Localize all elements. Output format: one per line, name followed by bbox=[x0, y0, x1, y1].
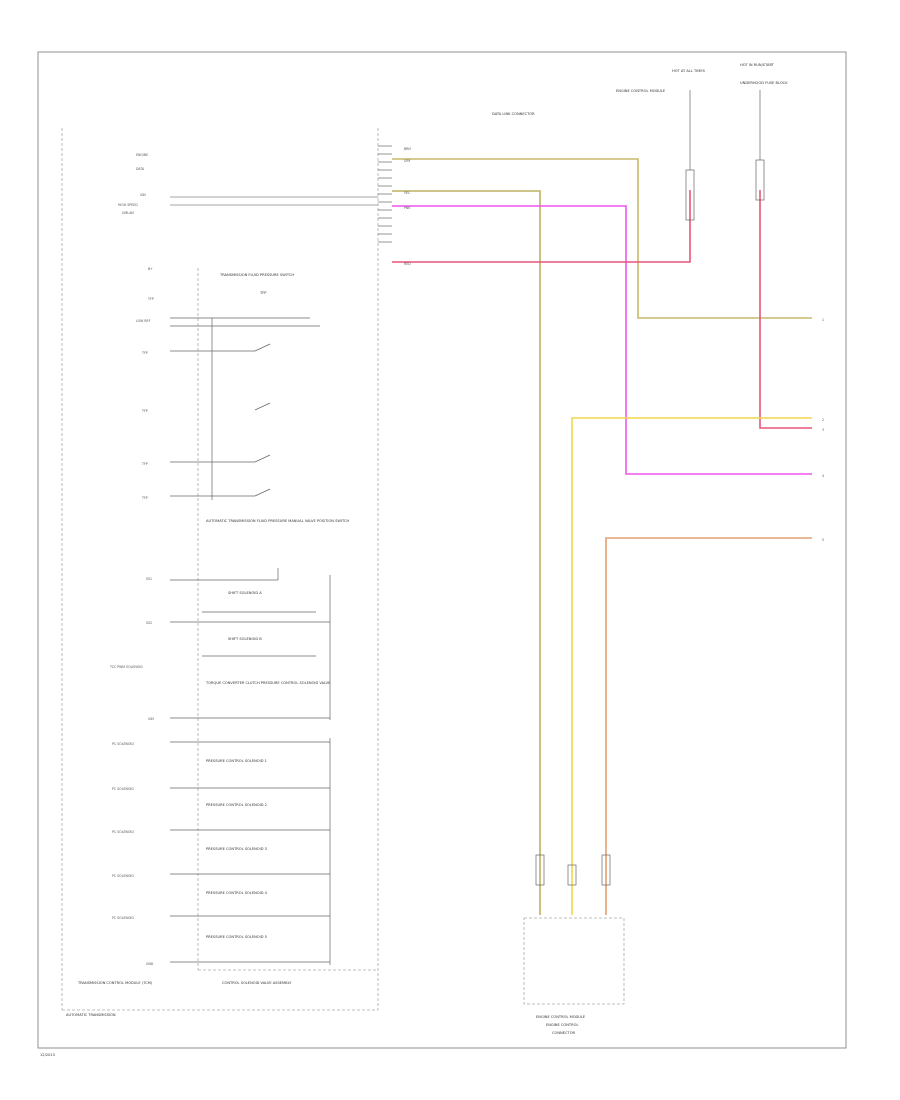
tcm-title-label: TRANSMISSION CONTROL MODULE (TCM) bbox=[77, 981, 153, 985]
tcm-pin-tfp-3: TFP bbox=[141, 409, 148, 413]
tfp-sub-label: TFP bbox=[259, 291, 267, 295]
tcm-pin-tfp-1: TFP bbox=[147, 297, 154, 301]
ecm-pin-a bbox=[535, 854, 545, 886]
solenoid-group-1 bbox=[170, 568, 331, 720]
tcm-pin-gmlan: GMLAN bbox=[122, 211, 134, 215]
shift-a-label: SHIFT SOLENOID A bbox=[228, 591, 262, 595]
right-num-4: 4 bbox=[822, 474, 824, 478]
tcm-pin-bplus: B+ bbox=[148, 267, 153, 271]
tcm-pin-ss1: SS1 bbox=[146, 577, 152, 581]
tcm-pin-engine: ENGINE bbox=[136, 153, 148, 157]
right-num-3: 3 bbox=[822, 428, 824, 432]
tcm-pin-high-speed: HIGH SPEED bbox=[118, 203, 138, 207]
wire-label-yel: YEL bbox=[404, 191, 410, 195]
tcm-pin-tfp-2: TFP bbox=[141, 351, 148, 355]
tcm-pin-pc4: PC SOLENOID bbox=[112, 874, 134, 878]
right-num-5: 5 bbox=[822, 538, 824, 542]
pcs2-label: PRESSURE CONTROL SOLENOID 2 bbox=[206, 803, 267, 807]
pcs4-label: PRESSURE CONTROL SOLENOID 4 bbox=[206, 891, 268, 895]
page-footer: 12/2013 bbox=[40, 1053, 55, 1057]
tcm-pin-pc2: PC SOLENOID bbox=[112, 787, 134, 791]
diagram-frame bbox=[37, 51, 847, 1049]
wire-label-red: RED bbox=[404, 262, 411, 266]
auto-trans-label: AUTOMATIC TRANSMISSION bbox=[66, 1013, 116, 1017]
right-num-1: 1 bbox=[822, 318, 824, 322]
wire-tan-vertical bbox=[392, 190, 541, 915]
tcm-pin-pc3: PC SOLENOID bbox=[112, 830, 134, 834]
control-assembly-label: CONTROL SOLENOID VALVE ASSEMBLY bbox=[222, 981, 292, 985]
tfp-switch-lines bbox=[170, 317, 320, 500]
ecm-connector-label-a: ENGINE CONTROL MODULE bbox=[536, 1015, 586, 1019]
ecm-bottom-box bbox=[523, 917, 625, 1005]
wire-yellow bbox=[571, 417, 812, 915]
wire-red-right bbox=[759, 190, 812, 429]
wire-label-pnk: PNK bbox=[404, 206, 411, 210]
tcm-pin-low-ref: LOW REF bbox=[136, 319, 151, 323]
tcc-label: TORQUE CONVERTER CLUTCH PRESSURE CONTROL… bbox=[205, 681, 331, 685]
tcm-pin-pc5: PC SOLENOID bbox=[112, 916, 134, 920]
wire-orange bbox=[605, 537, 812, 915]
tcm-pin-ign: IGN bbox=[140, 193, 146, 197]
ecm-pin-c bbox=[601, 854, 611, 886]
pcs5-label: PRESSURE CONTROL SOLENOID 5 bbox=[206, 935, 267, 939]
ecm-connector-pins bbox=[378, 145, 392, 243]
clutch-title-label: AUTOMATIC TRANSMISSION FLUID PRESSURE MA… bbox=[206, 519, 350, 523]
tcm-pin-gnd: GND bbox=[146, 962, 154, 966]
tcm-pin-tfp-4: TFP bbox=[141, 462, 148, 466]
wire-label-gry: GRY bbox=[404, 159, 410, 163]
tfp-title-label: TRANSMISSION FLUID PRESSURE SWITCH bbox=[219, 273, 294, 277]
ecm-title-label: ENGINE CONTROL MODULE bbox=[616, 89, 666, 93]
tcm-pin-ss2: SS2 bbox=[146, 621, 152, 625]
ecm-connector-label-b: ENGINE CONTROL bbox=[546, 1023, 578, 1027]
tcm-pin-tcc: TCC PWM SOLENOID bbox=[109, 665, 143, 669]
fuse-b-label: HOT IN RUN/START bbox=[740, 63, 775, 67]
wire-red-upper bbox=[392, 190, 691, 263]
splice-note-label: DATA LINK CONNECTOR bbox=[492, 112, 535, 116]
shift-b-label: SHIFT SOLENOID B bbox=[228, 637, 262, 641]
ecm-pin-b bbox=[567, 864, 577, 886]
wire-tan-gry bbox=[392, 158, 812, 319]
tcm-pin-data: DATA bbox=[136, 167, 145, 171]
right-num-2: 2 bbox=[822, 418, 824, 422]
pcs1-label: PRESSURE CONTROL SOLENOID 1 bbox=[206, 759, 267, 763]
fuse-a-label: HOT AT ALL TIMES bbox=[672, 69, 706, 73]
wire-pink bbox=[392, 205, 812, 475]
solenoid-group-2 bbox=[170, 738, 331, 965]
fuse-c-label: UNDERHOOD FUSE BLOCK bbox=[740, 81, 788, 85]
wire-label-brn: BRN bbox=[404, 147, 411, 151]
ecm-connector-label-c: CONNECTOR bbox=[552, 1031, 576, 1035]
tcm-pin-tfp-5: TFP bbox=[141, 496, 148, 500]
tcm-pin-ign-2: IGN bbox=[148, 717, 154, 721]
tcm-pin-pc1: PC SOLENOID bbox=[112, 742, 134, 746]
pcs3-label: PRESSURE CONTROL SOLENOID 3 bbox=[206, 847, 267, 851]
